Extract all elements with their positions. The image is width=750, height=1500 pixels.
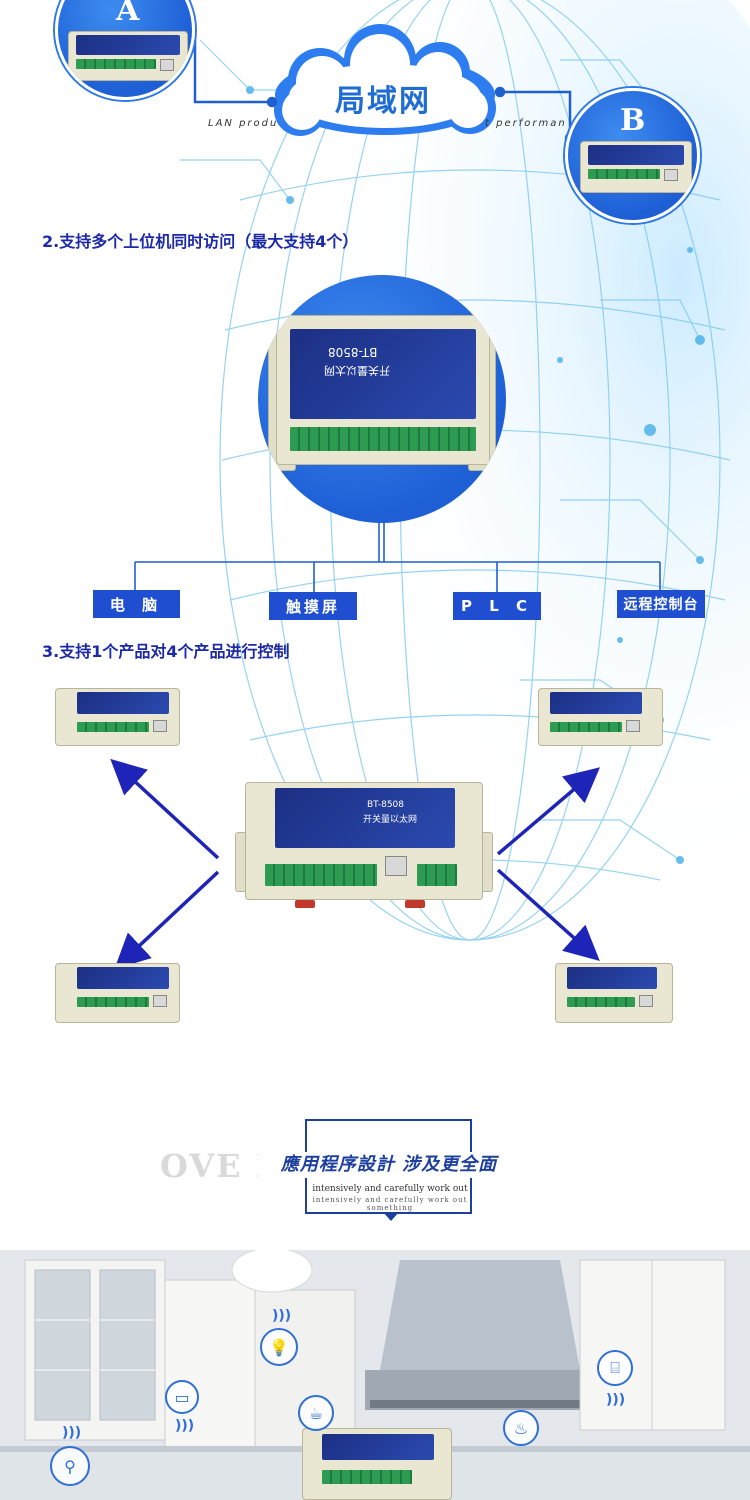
cup-icon: ☕ bbox=[298, 1395, 334, 1431]
cloud-label: 局域网 bbox=[335, 84, 431, 119]
device-image: BT-8508 开关量以太网 bbox=[268, 315, 498, 471]
master-device: BT-8508 开关量以太网 bbox=[235, 782, 493, 912]
banner-caret bbox=[383, 1212, 399, 1221]
node-b-letter: B bbox=[620, 103, 646, 138]
section-2-heading: 2.支持多个上位机同时访问（最大支持4个） bbox=[42, 232, 359, 251]
device-image bbox=[580, 141, 692, 197]
lamp-icon: ⚲ bbox=[50, 1446, 90, 1486]
central-device-circle: BT-8508 开关量以太网 bbox=[258, 275, 506, 523]
slave-device-top-right bbox=[538, 688, 663, 748]
wifi-icon: ))) bbox=[175, 1418, 195, 1434]
node-a-circle: A bbox=[55, 0, 195, 100]
device-model-label: BT-8508 bbox=[328, 345, 378, 359]
banner-subtitle-small: intensively and carefully work out somet… bbox=[312, 1196, 468, 1212]
slave-device-top-left bbox=[55, 688, 180, 748]
bulb-icon: 💡 bbox=[260, 1328, 298, 1366]
section-3-heading: 3.支持1个产品对4个产品进行控制 bbox=[42, 642, 290, 661]
kitchen-scene: 💡 ))) ▭ ))) ☕ ♨ ⌸ ))) ⚲ ))) bbox=[0, 1250, 750, 1500]
wifi-icon: ))) bbox=[62, 1425, 82, 1441]
banner-subtitle: intensively and carefully work out bbox=[312, 1184, 468, 1194]
slave-device-bottom-left bbox=[55, 963, 180, 1025]
client-touchscreen-tag: 触摸屏 bbox=[269, 592, 357, 620]
node-a-letter: A bbox=[116, 0, 140, 28]
pot-icon: ♨ bbox=[503, 1410, 539, 1446]
blender-icon: ⌸ bbox=[597, 1350, 633, 1386]
remote-icon: ▭ bbox=[165, 1380, 199, 1414]
lan-caption-left: LAN produ bbox=[208, 118, 279, 129]
lan-caption-right: t performan bbox=[485, 118, 567, 129]
master-device-name: 开关量以太网 bbox=[363, 815, 418, 825]
banner-title: 應用程序設計 涉及更全面 bbox=[258, 1152, 520, 1178]
master-device-model: BT-8508 bbox=[367, 800, 404, 810]
slave-device-bottom-right bbox=[555, 963, 673, 1025]
device-name-label: 开关量以太网 bbox=[324, 364, 390, 377]
client-remote-console-tag: 远程控制台 bbox=[617, 590, 705, 618]
wifi-icon: ))) bbox=[606, 1392, 626, 1408]
wifi-icon: ))) bbox=[272, 1308, 292, 1324]
client-computer-tag: 电 脑 bbox=[93, 590, 180, 618]
client-plc-tag: P L C bbox=[453, 592, 541, 620]
device-image bbox=[68, 31, 188, 87]
kitchen-device bbox=[302, 1428, 452, 1500]
node-b-circle: B bbox=[565, 88, 700, 223]
